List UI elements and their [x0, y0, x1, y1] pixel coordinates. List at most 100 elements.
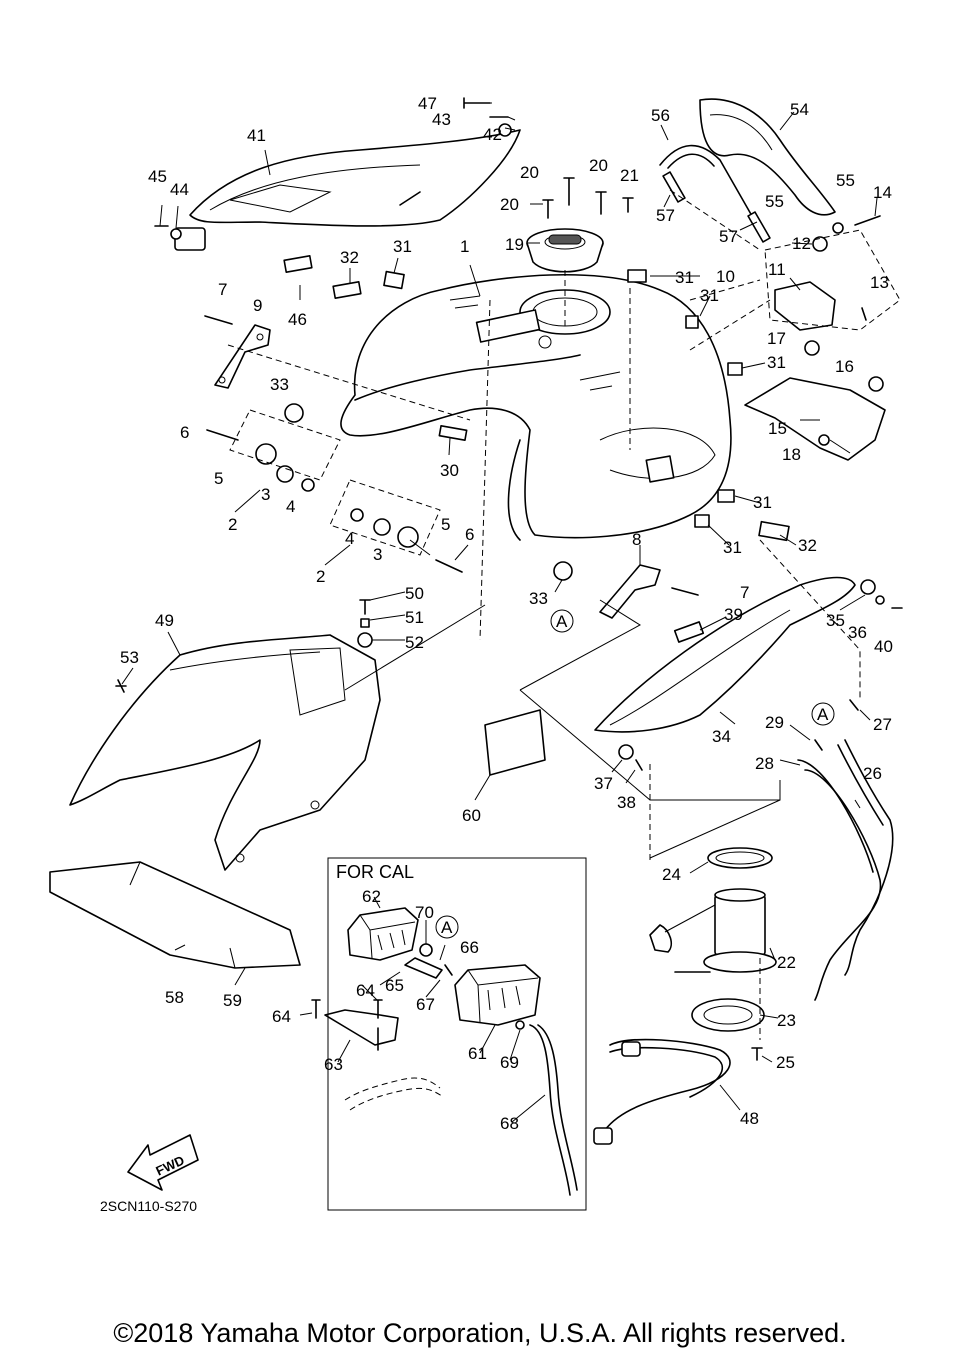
side-panel-right[interactable] [594, 576, 903, 771]
callout-28: 28 [755, 754, 774, 773]
callout-46: 46 [288, 310, 307, 329]
cap-bolts[interactable] [542, 177, 634, 219]
callout-39: 39 [724, 605, 743, 624]
leader-lines [121, 102, 878, 1111]
pads[interactable] [283, 255, 790, 643]
callout-29: 29 [765, 713, 784, 732]
callout-70: 70 [415, 903, 434, 922]
reference-marks: A A A [435, 609, 835, 939]
phantom-lines [227, 189, 861, 1040]
diagram-code: 2SCN110-S270 [100, 1198, 197, 1214]
callout-50: 50 [405, 584, 424, 603]
callout-51: 51 [405, 608, 424, 627]
callout-31e: 31 [753, 493, 772, 512]
fuel-tank[interactable] [340, 273, 732, 541]
callout-43: 43 [432, 110, 451, 129]
callout-31a: 31 [393, 237, 412, 256]
panel-fasteners[interactable] [357, 599, 373, 648]
callout-5b: 5 [441, 515, 450, 534]
callout-66: 66 [460, 938, 479, 957]
callout-61: 61 [468, 1044, 487, 1063]
callout-48: 48 [740, 1109, 759, 1128]
damper-mounts[interactable] [206, 403, 573, 581]
callout-33a: 33 [270, 375, 289, 394]
inset-title: FOR CAL [336, 862, 414, 882]
callout-19: 19 [505, 235, 524, 254]
callout-37: 37 [594, 774, 613, 793]
for-cal-inset: FOR CAL [327, 857, 587, 1211]
callout-32b: 32 [798, 536, 817, 555]
callout-31c: 31 [700, 286, 719, 305]
callout-15: 15 [768, 419, 787, 438]
callout-25: 25 [776, 1053, 795, 1072]
callout-33b: 33 [529, 589, 548, 608]
cover-58[interactable] [49, 861, 301, 969]
fuel-hose-48[interactable] [593, 1038, 731, 1145]
callout-42: 42 [483, 125, 502, 144]
trim-strips[interactable] [662, 171, 771, 243]
callout-65: 65 [385, 976, 404, 995]
callout-12: 12 [792, 234, 811, 253]
callout-7a: 7 [218, 280, 227, 299]
pad-60[interactable] [484, 709, 546, 776]
callout-31d: 31 [767, 353, 786, 372]
canister-assembly[interactable] [311, 907, 578, 1196]
callout-68: 68 [500, 1114, 519, 1133]
callout-24: 24 [662, 865, 681, 884]
callout-38: 38 [617, 793, 636, 812]
callout-8: 8 [632, 530, 641, 549]
callout-6a: 6 [180, 423, 189, 442]
clips[interactable] [383, 269, 743, 528]
parts-diagram: FOR CAL FWD [49, 94, 903, 1214]
callout-27: 27 [873, 715, 892, 734]
side-cover-left[interactable] [174, 129, 521, 251]
callout-60: 60 [462, 806, 481, 825]
fuel-cap[interactable] [526, 228, 604, 273]
callout-44: 44 [170, 180, 189, 199]
callout-23: 23 [777, 1011, 796, 1030]
rear-bracket[interactable] [744, 215, 886, 461]
callout-10: 10 [716, 267, 735, 286]
copyright-notice: ©2018 Yamaha Motor Corporation, U.S.A. A… [113, 1318, 847, 1348]
callout-31f: 31 [723, 538, 742, 557]
side-cover-right[interactable] [659, 98, 836, 231]
callout-58: 58 [165, 988, 184, 1007]
fuel-pump[interactable] [649, 847, 777, 1061]
callout-4a: 4 [286, 497, 295, 516]
callout-55a: 55 [836, 171, 855, 190]
callout-59: 59 [223, 991, 242, 1010]
callout-9: 9 [253, 296, 262, 315]
callout-57b: 57 [719, 227, 738, 246]
bracket-9[interactable] [204, 315, 271, 389]
callout-26: 26 [863, 764, 882, 783]
callout-5a: 5 [214, 469, 223, 488]
side-panel-left[interactable] [69, 634, 381, 871]
callout-41: 41 [247, 126, 266, 145]
breather-hoses[interactable] [797, 699, 894, 1001]
callout-52: 52 [405, 633, 424, 652]
callout-3a: 3 [261, 485, 270, 504]
cover-screws-left[interactable] [154, 97, 512, 240]
callout-20c: 20 [500, 195, 519, 214]
callout-22: 22 [777, 953, 796, 972]
callout-56: 56 [651, 106, 670, 125]
callout-20b: 20 [589, 156, 608, 175]
callout-13: 13 [870, 273, 889, 292]
callout-labels: 1 2 2 3 3 4 4 5 5 6 6 7 7 8 9 10 11 12 1… [120, 94, 893, 1133]
callout-14: 14 [873, 183, 892, 202]
callout-54: 54 [790, 100, 809, 119]
callout-17: 17 [767, 329, 786, 348]
callout-45: 45 [148, 167, 167, 186]
mount-boxes [229, 409, 441, 556]
callout-1: 1 [460, 237, 469, 256]
callout-30: 30 [440, 461, 459, 480]
callout-4b: 4 [345, 529, 354, 548]
bracket-8[interactable] [599, 564, 699, 619]
callout-16: 16 [835, 357, 854, 376]
ref-a-2: A [817, 705, 829, 724]
callout-57a: 57 [656, 206, 675, 225]
callout-64a: 64 [272, 1007, 291, 1026]
callout-7b: 7 [740, 583, 749, 602]
callout-49: 49 [155, 611, 174, 630]
callout-67: 67 [416, 995, 435, 1014]
